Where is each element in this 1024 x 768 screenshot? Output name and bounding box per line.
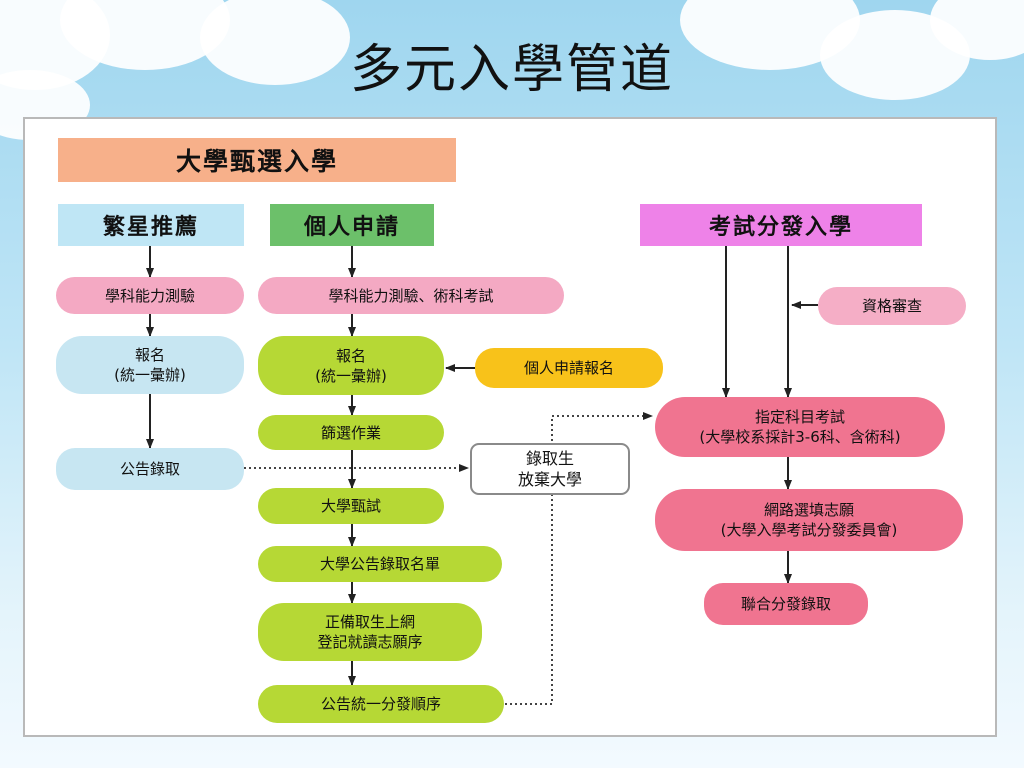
dotted-order-to-exam <box>505 412 653 705</box>
header-exam-admission: 考試分發入學 <box>640 204 922 246</box>
personal-distribution-order: 公告統一分發順序 <box>258 685 504 723</box>
personal-register: 報名 (統一彙辦) <box>258 336 444 395</box>
personal-academic-test: 學科能力測驗、術科考試 <box>258 277 564 314</box>
abandon-university-box: 錄取生 放棄大學 <box>470 443 630 495</box>
exam-joint-admission: 聯合分發錄取 <box>704 583 868 625</box>
star-academic-test: 學科能力測驗 <box>56 277 244 314</box>
star-register: 報名 (統一彙辦) <box>56 336 244 394</box>
star-announce-admission: 公告錄取 <box>56 448 244 490</box>
personal-announce-list: 大學公告錄取名單 <box>258 546 502 582</box>
personal-online-register: 正備取生上網 登記就讀志願序 <box>258 603 482 661</box>
header-selection: 大學甄選入學 <box>58 138 456 182</box>
exam-designated-subjects: 指定科目考試 (大學校系採計3-6科、含術科) <box>655 397 945 457</box>
cloud-decoration <box>200 0 350 85</box>
slide-title: 多元入學管道 <box>349 40 674 100</box>
personal-apply-register: 個人申請報名 <box>475 348 663 388</box>
header-personal-application: 個人申請 <box>270 204 434 246</box>
exam-qualification-review: 資格審查 <box>818 287 966 325</box>
exam-online-choice: 網路選填志願 (大學入學考試分發委員會) <box>655 489 963 551</box>
header-star-recommendation: 繁星推薦 <box>58 204 244 246</box>
personal-screening: 篩選作業 <box>258 415 444 450</box>
personal-interview: 大學甄試 <box>258 488 444 524</box>
